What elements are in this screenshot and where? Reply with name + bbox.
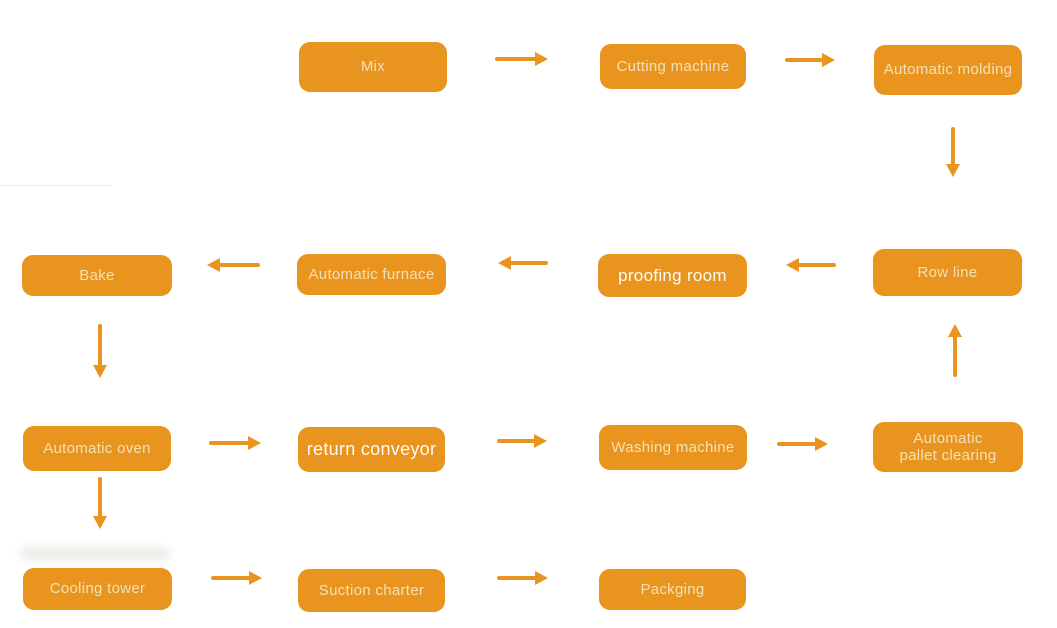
node-return-conveyor: return conveyor <box>298 427 445 472</box>
node-automatic-furnace: Automatic furnace <box>297 254 446 295</box>
node-mix: Mix <box>299 42 447 92</box>
node-automatic-oven-label: Automatic oven <box>43 439 151 457</box>
node-cutting-machine: Cutting machine <box>600 44 746 89</box>
arrow-cooling-tower-to-suction-charter <box>211 570 262 586</box>
arrow-mix-to-cutting-machine <box>495 51 548 67</box>
arrow-cutting-machine-to-automatic-molding <box>785 52 835 68</box>
node-cooling-tower: Cooling tower <box>23 568 172 610</box>
shadow-artifact <box>20 547 170 560</box>
node-suction-charter-label: Suction charter <box>318 581 425 599</box>
node-automatic-molding-label: Automatic molding <box>883 61 1013 79</box>
node-proofing-room-label: proofing room <box>618 265 727 285</box>
node-automatic-molding: Automatic molding <box>874 45 1022 95</box>
node-return-conveyor-label: return conveyor <box>306 439 437 460</box>
arrow-proofing-room-to-automatic-furnace <box>498 255 548 271</box>
node-proofing-room: proofing room <box>598 254 747 297</box>
node-packging-label: Packging <box>640 580 705 598</box>
node-suction-charter: Suction charter <box>298 569 445 612</box>
node-washing-machine: Washing machine <box>599 425 747 470</box>
arrow-automatic-furnace-to-bake <box>207 257 260 273</box>
arrow-row-line-to-proofing-room <box>786 257 836 273</box>
arrow-suction-charter-to-packging <box>497 570 548 586</box>
node-automatic-oven: Automatic oven <box>23 426 171 471</box>
arrow-bake-to-automatic-oven <box>92 324 108 378</box>
arrow-return-conveyor-to-washing-machine <box>497 433 547 449</box>
node-automatic-pallet-clearing: Automatic pallet clearing <box>873 422 1023 472</box>
node-cutting-machine-label: Cutting machine <box>616 57 730 75</box>
node-washing-machine-label: Washing machine <box>611 438 735 456</box>
node-mix-label: Mix <box>360 58 386 76</box>
node-automatic-furnace-label: Automatic furnace <box>308 265 435 283</box>
node-row-line: Row line <box>873 249 1022 296</box>
node-row-line-label: Row line <box>917 263 978 281</box>
arrow-washing-machine-to-automatic-pallet-clearing <box>777 436 828 452</box>
node-packging: Packging <box>599 569 746 610</box>
node-bake-label: Bake <box>79 266 115 284</box>
arrow-automatic-pallet-clearing-to-row-line <box>947 324 963 377</box>
arrow-automatic-oven-to-return-conveyor <box>209 435 261 451</box>
page-edge-line <box>0 185 112 186</box>
arrow-automatic-molding-to-row-line <box>945 127 961 177</box>
node-automatic-pallet-clearing-label: Automatic pallet clearing <box>899 429 997 464</box>
node-cooling-tower-label: Cooling tower <box>49 580 146 598</box>
node-bake: Bake <box>22 255 172 296</box>
arrow-automatic-oven-to-cooling-tower <box>92 477 108 529</box>
